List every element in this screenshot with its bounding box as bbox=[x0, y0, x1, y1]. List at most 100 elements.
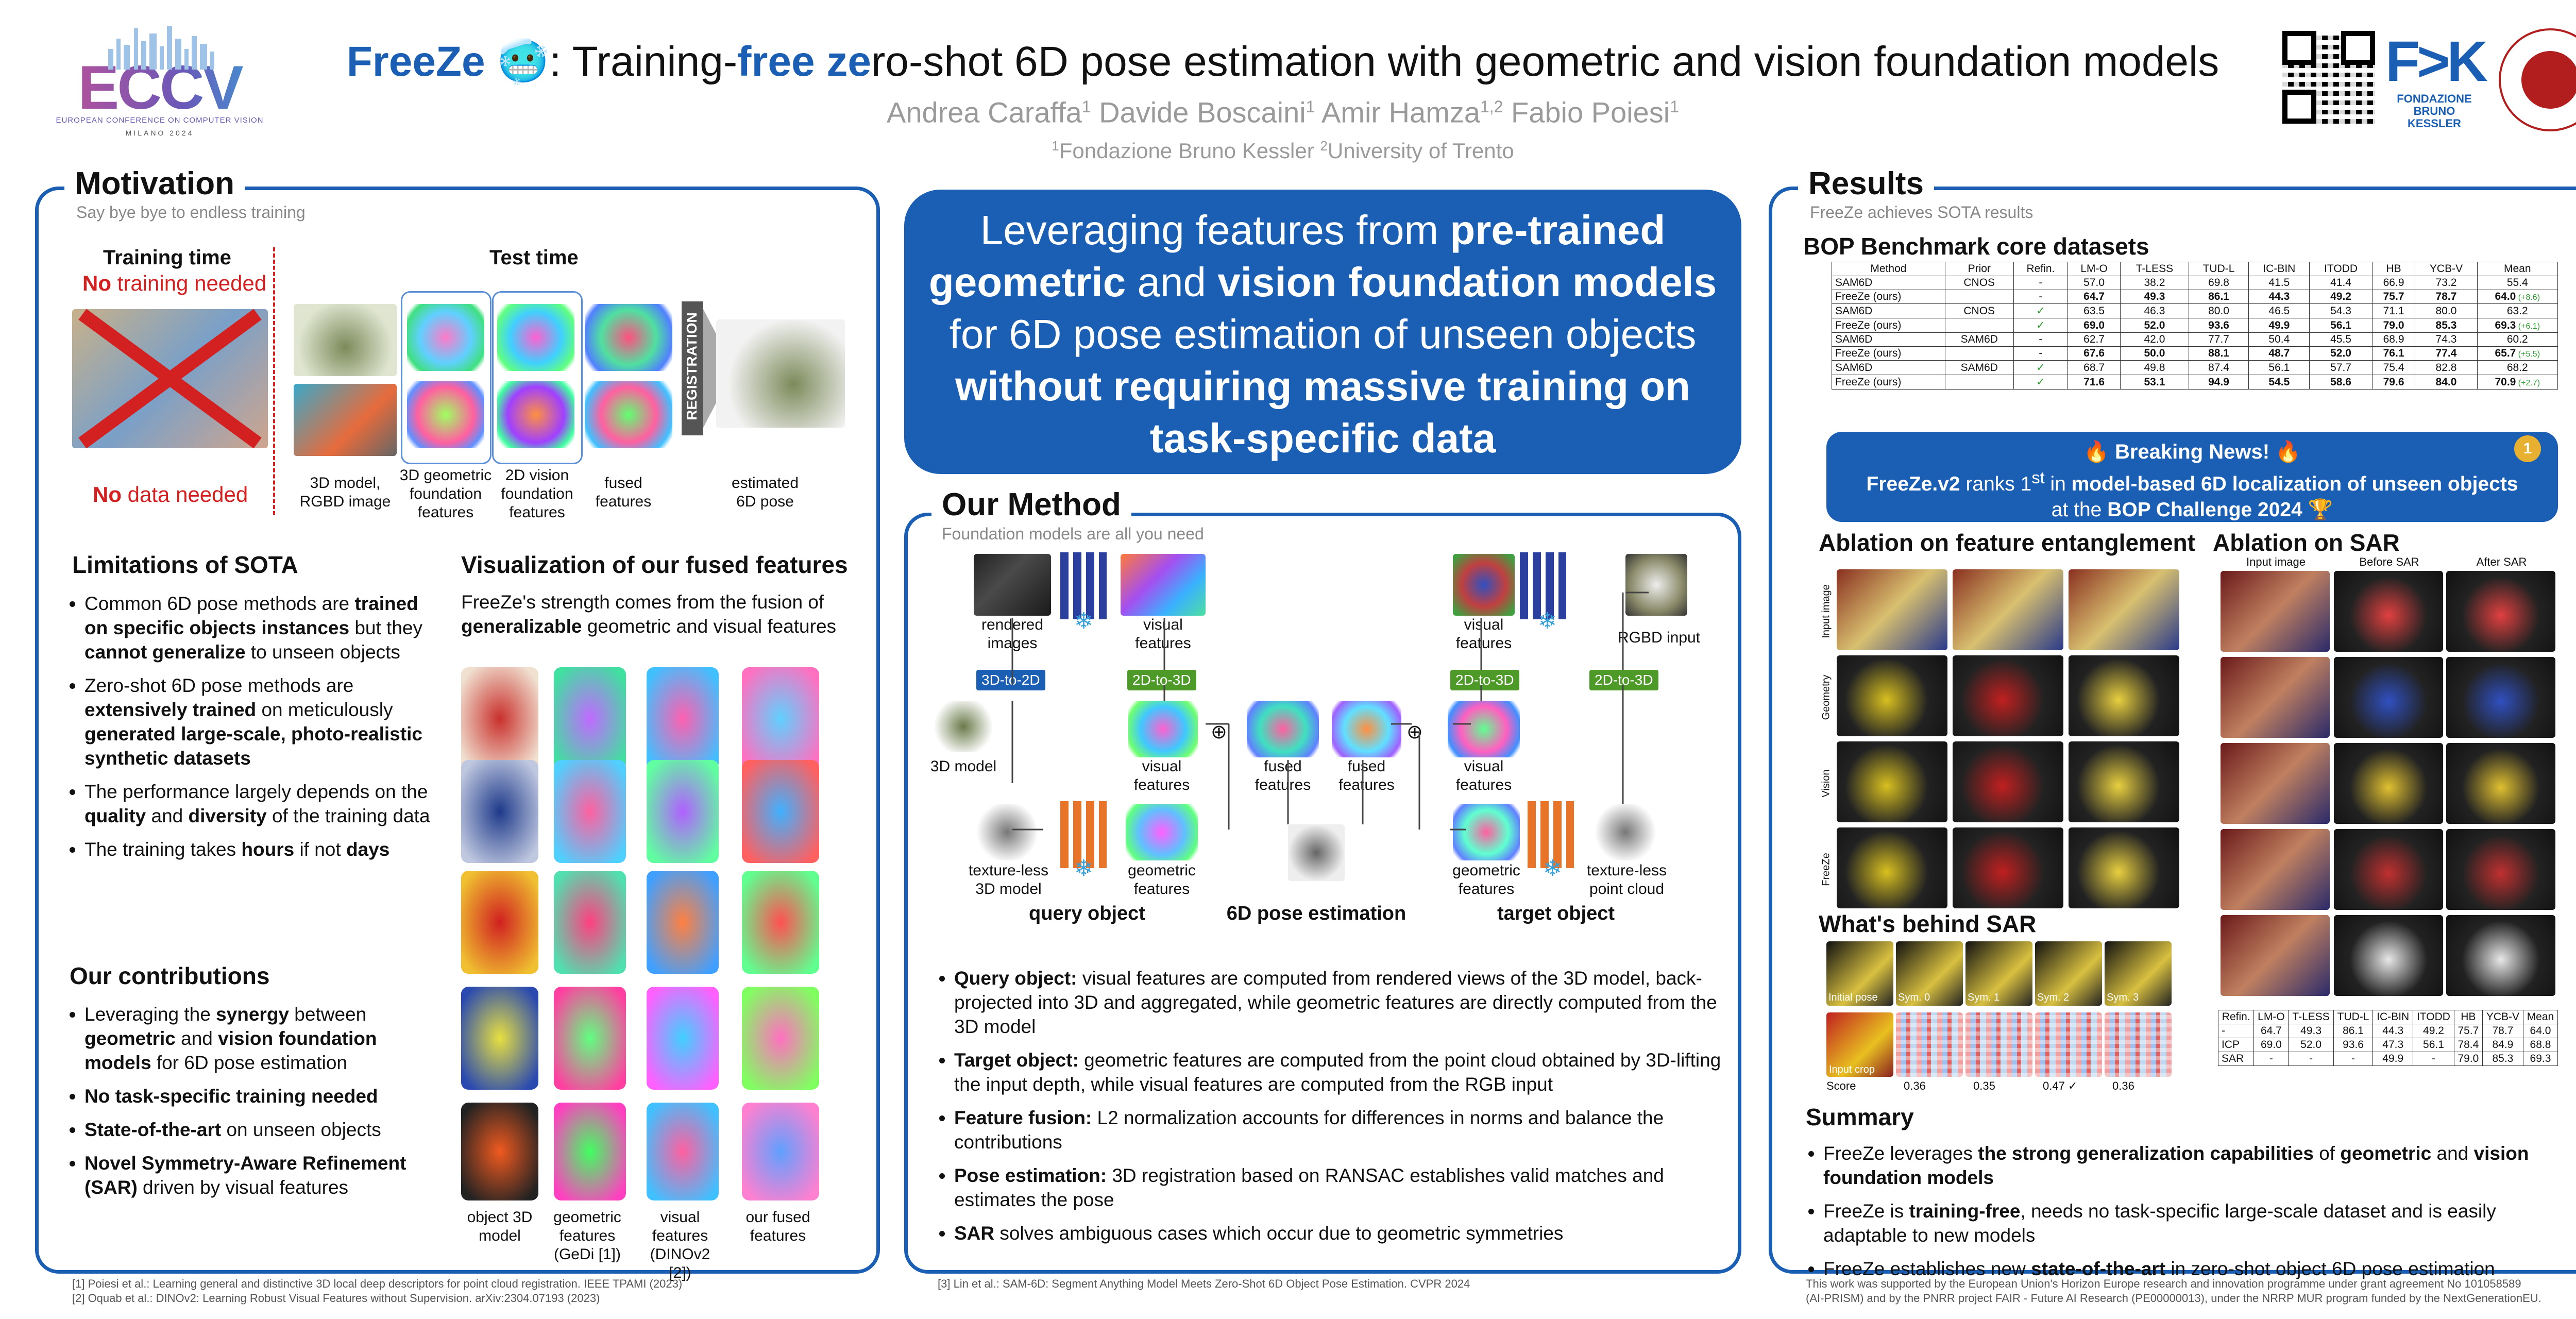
method-bullet: Feature fusion: L2 normalization account… bbox=[954, 1106, 1727, 1154]
key-message-box: Leveraging features from pre-trained geo… bbox=[904, 190, 1741, 474]
check-icon: ✓ bbox=[2036, 376, 2045, 388]
method-bullet: Pose estimation: 3D registration based o… bbox=[954, 1163, 1727, 1212]
table-cell: 56.1 bbox=[2248, 360, 2310, 375]
cross-icon bbox=[78, 309, 262, 448]
viz-feature-image bbox=[742, 987, 819, 1090]
sar-symmetry-label: Sym. 1 bbox=[1968, 992, 2000, 1003]
contribution-item: State-of-the-art on unseen objects bbox=[84, 1118, 445, 1142]
results-title: Results bbox=[1798, 166, 1934, 202]
motivation-subtitle: Say bye bye to endless training bbox=[76, 203, 306, 222]
limitations-title: Limitations of SOTA bbox=[72, 551, 298, 578]
target-geometric bbox=[1453, 804, 1520, 860]
table-cell: 57.0 bbox=[2067, 276, 2121, 290]
no-training-label: No training needed bbox=[82, 271, 267, 295]
table-cell: 49.2 bbox=[2309, 290, 2372, 304]
table-header-cell: LM-O bbox=[2067, 262, 2121, 276]
table-cell: 69.3 (+6.1) bbox=[2477, 318, 2558, 333]
score-value: 0.36 bbox=[2112, 1079, 2134, 1092]
table-header-cell: Mean bbox=[2522, 1010, 2558, 1024]
table-cell: SAM6D bbox=[1944, 360, 2014, 375]
viz-feature-image bbox=[554, 1103, 626, 1200]
table-cell: 87.4 bbox=[2188, 360, 2249, 375]
table-cell: 64.0 bbox=[2522, 1024, 2558, 1038]
table-cell: 78.7 bbox=[2482, 1024, 2523, 1038]
method-title: Our Method bbox=[931, 487, 1131, 523]
table-cell bbox=[1944, 318, 2014, 333]
table-cell: 49.9 bbox=[2248, 318, 2310, 333]
method-subtitle: Foundation models are all you need bbox=[942, 525, 1204, 543]
fuse-plus-icon-2: ⊕ bbox=[1406, 721, 1423, 743]
table-cell: 69.3 bbox=[2522, 1052, 2558, 1066]
table-header-cell: IC-BIN bbox=[2248, 262, 2310, 276]
viz-feature-image bbox=[647, 871, 719, 974]
table-cell: 56.1 bbox=[2413, 1038, 2454, 1052]
viz-feature-image bbox=[647, 760, 719, 863]
vis-feature-image-1 bbox=[497, 304, 574, 371]
viz-title: Visualization of our fused features bbox=[461, 551, 848, 578]
table-cell: - bbox=[2217, 1024, 2255, 1038]
table-cell: 86.1 bbox=[2333, 1024, 2374, 1038]
news-body: FreeZe.v2 ranks 1st in model-based 6D lo… bbox=[1866, 468, 2518, 495]
affil-sup: 2 bbox=[1320, 138, 1328, 154]
rgbd-image bbox=[294, 384, 397, 456]
ablation-fe-image bbox=[2069, 827, 2179, 908]
ablation-fe-image bbox=[1837, 655, 1947, 736]
table-cell: FreeZe (ours) bbox=[1832, 318, 1945, 333]
affil-name: Fondazione Bruno Kessler bbox=[1059, 138, 1314, 163]
score-heatmap bbox=[2035, 1012, 2102, 1077]
viz-feature-image bbox=[647, 1103, 719, 1200]
table-cell: 52.0 bbox=[2120, 318, 2189, 333]
tag-3d-to-2d: 3D-to-2D bbox=[976, 670, 1045, 690]
target-visual-3d bbox=[1448, 701, 1520, 757]
qr-code-icon[interactable] bbox=[2282, 31, 2375, 124]
table-cell: 74.3 bbox=[2415, 332, 2478, 347]
table-cell: 64.0 (+8.6) bbox=[2477, 290, 2558, 304]
table-cell: 46.3 bbox=[2120, 303, 2189, 318]
breaking-news-box: 🔥 Breaking News! 🔥 FreeZe.v2 ranks 1st i… bbox=[1826, 432, 2558, 522]
label-visual-features: visual features bbox=[1135, 616, 1191, 652]
table-cell: 69.0 bbox=[2253, 1038, 2289, 1052]
table-cell: 44.3 bbox=[2248, 290, 2310, 304]
frozen-icon: ❄ bbox=[1074, 608, 1093, 634]
table-header-cell: Mean bbox=[2477, 262, 2558, 276]
limitations-list: Common 6D pose methods are trained on sp… bbox=[67, 591, 445, 871]
table-cell: 85.3 bbox=[2415, 318, 2478, 333]
table-cell: FreeZe (ours) bbox=[1832, 375, 1945, 390]
target-visual-2d bbox=[1453, 554, 1515, 616]
table-header-cell: HB bbox=[2453, 1010, 2483, 1024]
table-cell: 54.3 bbox=[2309, 303, 2372, 318]
table-cell: 41.5 bbox=[2248, 276, 2310, 290]
table-cell: 73.2 bbox=[2415, 276, 2478, 290]
cold-face-icon: 🥶 bbox=[497, 38, 550, 85]
table-cell: 38.2 bbox=[2120, 276, 2189, 290]
table-cell: 48.7 bbox=[2248, 346, 2310, 361]
contribution-item: No task-specific training needed bbox=[84, 1084, 445, 1108]
table-cell: 75.7 bbox=[2453, 1024, 2483, 1038]
table-cell: 65.7 (+5.5) bbox=[2477, 346, 2558, 361]
table-cell: 69.8 bbox=[2188, 276, 2249, 290]
table-header-cell: T-LESS bbox=[2288, 1010, 2334, 1024]
table-cell: SAM6D bbox=[1832, 276, 1945, 290]
geometric-highlight bbox=[401, 291, 492, 464]
ablation-row-label: Input image bbox=[1820, 584, 1832, 638]
table-header-cell: ITODD bbox=[2309, 262, 2372, 276]
table-cell: 75.4 bbox=[2371, 360, 2416, 375]
table-cell: ✓ bbox=[2013, 360, 2069, 375]
sar-symmetry-image bbox=[1965, 941, 2032, 1006]
ablation-fe-image bbox=[1953, 741, 2063, 822]
summary-item: FreeZe establishes new state-of-the-art … bbox=[1823, 1257, 2576, 1281]
table-header-cell: Refin. bbox=[2013, 262, 2069, 276]
sar-symmetry-label: Sym. 3 bbox=[2107, 992, 2139, 1003]
fuse-plus-icon: ⊕ bbox=[1211, 721, 1227, 743]
method-bullet: SAR solves ambiguous cases which occur d… bbox=[954, 1221, 1727, 1245]
eccv-city: MILANO 2024 bbox=[125, 129, 194, 137]
sar-symmetry-label: Initial pose bbox=[1828, 992, 1878, 1003]
news-title: 🔥 Breaking News! 🔥 bbox=[2083, 441, 2301, 463]
poster-title: FreeZe 🥶: Training-free zero-shot 6D pos… bbox=[346, 38, 2219, 85]
